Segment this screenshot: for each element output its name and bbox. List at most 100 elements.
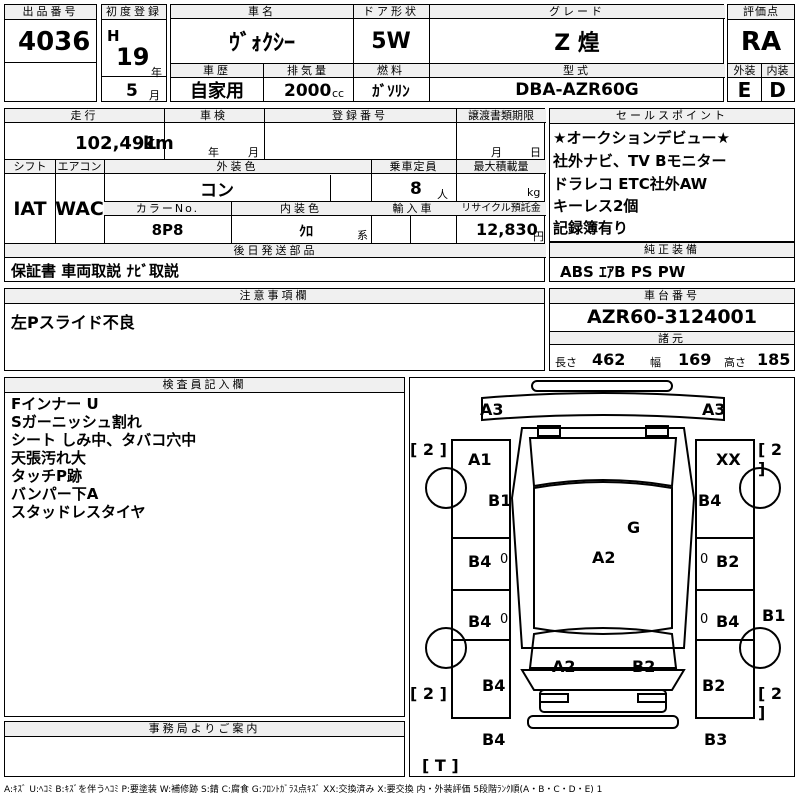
sales-point-2: 社外ナビ、TV Bモニター (553, 152, 727, 170)
height-label: 高さ (724, 356, 746, 369)
seats-unit: 人 (437, 188, 448, 201)
era: H (107, 27, 120, 45)
zero-3: 0 (500, 612, 509, 627)
load-label: 最大積載量 (456, 160, 546, 174)
mileage-label: 走行 (5, 109, 164, 123)
sales-point-1: ★オークションデビュー★ (553, 129, 730, 147)
parts-label: 後日発送部品 (5, 244, 546, 258)
inspector-note-1: Fインナー U (11, 395, 99, 413)
spec-label: 諸元 (550, 331, 794, 345)
fuel-label: 燃料 (353, 64, 429, 78)
inspector-note-6: バンパー下A (11, 485, 99, 503)
mileage: 102,491 (75, 133, 157, 154)
mark-b4-upper-right: B4 (698, 491, 722, 510)
mark-b4-low-right: B4 (716, 612, 740, 631)
interior-color: ｸﾛ (299, 224, 313, 240)
zero-1: 0 (500, 552, 509, 567)
later-parts: 保証書 車両取説 ﾅﾋﾞ取説 (11, 262, 179, 280)
lot-number: 4036 (18, 27, 91, 57)
fuel: ｶﾞｿﾘﾝ (372, 81, 410, 100)
caution-text: 左Pスライド不良 (11, 313, 135, 332)
car-outline (425, 380, 781, 729)
recycle-label: リサイクル預託金 (456, 202, 546, 216)
intcolor-label: 内装色 (231, 202, 371, 216)
month-unit: 月 (149, 89, 160, 102)
mark-b4-bottom-left: B4 (482, 676, 506, 695)
mark-a2-center: A2 (592, 548, 616, 567)
mark-a1: A1 (468, 450, 492, 469)
equipment-box: 純正装備 ABS ｴｱB PS PW (549, 242, 795, 282)
office-label: 事務局よりご案内 (5, 722, 404, 737)
disp-label: 排気量 (263, 64, 353, 78)
width: 169 (678, 350, 712, 369)
ext-label: 外装 (728, 64, 761, 78)
mark-b4-front: B4 (482, 730, 506, 749)
sales-point-5: 記録簿有り (553, 219, 629, 237)
doors-label: ドア形状 (353, 5, 429, 19)
reg-year: 19 (116, 43, 150, 71)
mark-b4-low-left: B4 (468, 612, 492, 631)
lot-box: 出品番号 4036 (4, 4, 97, 102)
score-box: 評価点 RA 外装 内装 E D (727, 4, 795, 102)
inspection-month-unit: 月 (248, 146, 259, 159)
color-label: 外装色 (104, 160, 371, 174)
recycle-fee: 12,830 (476, 220, 538, 239)
length-label: 長さ (555, 356, 577, 369)
load-unit: kg (527, 186, 541, 199)
color-number: 8P8 (151, 220, 184, 239)
ac-label: エアコン (55, 160, 104, 174)
mark-b1-left: B1 (488, 491, 512, 510)
type-label: 型式 (429, 64, 725, 78)
tire-rear-left: [ 2 ] (410, 684, 447, 703)
grade-label: グレード (429, 5, 725, 19)
grade: Z 煌 (554, 31, 600, 56)
int-label: 内装 (761, 64, 794, 78)
width-label: 幅 (650, 356, 661, 369)
intcolor-unit: 系 (357, 229, 368, 242)
reg-month: 5 (126, 81, 138, 101)
recycle-unit: 円 (533, 230, 544, 243)
shift: IAT (13, 198, 47, 220)
chassis-label: 車台番号 (550, 289, 794, 304)
first-registration-box: 初度登録 H 19 年 5 月 (101, 4, 167, 102)
history-label: 車歴 (171, 64, 263, 78)
inspector-note-3: シート しみ中、タバコ穴中 (11, 431, 197, 449)
year-unit: 年 (151, 66, 162, 79)
mark-b3-front: B3 (704, 730, 728, 749)
inspector-note-2: Sガーニッシュ割れ (11, 413, 142, 431)
equipment: ABS ｴｱB PS PW (560, 263, 686, 281)
mark-a2-bottom: A2 (552, 657, 576, 676)
car-diagram: A3 A3 [ 2 ] [ 2 ] A1 XX B1 B4 G A2 B4 0 … (409, 377, 795, 777)
model-type: DBA-AZR60G (515, 80, 639, 100)
inspection-label: 車検 (164, 109, 264, 123)
displacement: 2000 (284, 81, 332, 101)
score: RA (740, 27, 782, 57)
lot-label: 出品番号 (5, 5, 96, 20)
sales-points-box: セールスポイント ★オークションデビュー★ 社外ナビ、TV Bモニター ドラレコ… (549, 108, 795, 242)
transfer-label: 譲渡書類期限 (456, 109, 546, 123)
legend: A:ｷｽﾞ U:ﾍｺﾐ B:ｷｽﾞを伴うﾍｺﾐ P:要塗装 W:補修跡 S:錆 … (4, 785, 603, 795)
inspector-note-7: スタッドレスタイヤ (11, 503, 146, 521)
seats-label: 乗車定員 (371, 160, 456, 174)
first-reg-label: 初度登録 (102, 5, 166, 20)
door-type: 5W (371, 28, 411, 54)
mark-a3-right: A3 (702, 400, 726, 419)
inspector-note-4: 天張汚れ大 (11, 449, 87, 467)
sales-point-3: ドラレコ ETC社外AW (553, 175, 708, 193)
equip-label: 純正装備 (550, 243, 794, 258)
mark-b2-mid-right: B2 (716, 552, 740, 571)
disp-unit: cc (332, 87, 345, 100)
mark-xx: XX (716, 450, 741, 469)
inspector-note-5: タッチP跡 (11, 467, 82, 485)
height: 185 (757, 350, 791, 369)
colorno-label: カラーNo. (104, 202, 231, 216)
chassis-number: AZR60-3124001 (587, 306, 757, 328)
interior-grade: D (769, 78, 786, 102)
transfer-day-unit: 日 (530, 146, 541, 159)
office-box: 事務局よりご案内 (4, 721, 405, 777)
regno-label: 登録番号 (264, 109, 456, 123)
caution-box: 注意事項欄 左Pスライド不良 (4, 288, 545, 371)
mark-b2-bottom-right: B2 (702, 676, 726, 695)
seats: 8 (410, 179, 422, 199)
sales-point-4: キーレス2個 (553, 197, 639, 215)
